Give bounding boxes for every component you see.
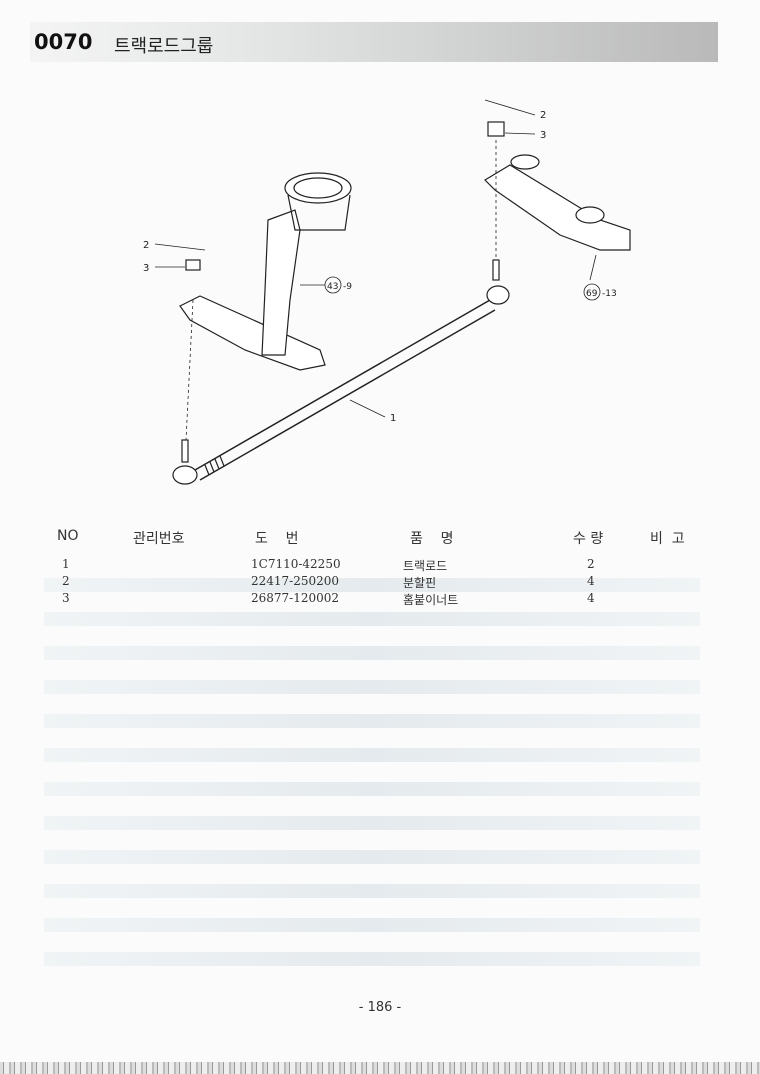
callout-3-left: 3 (143, 263, 149, 274)
callout-1: 1 (390, 413, 396, 424)
scan-edge (0, 1062, 760, 1074)
row-qty: 2 (587, 557, 595, 571)
row-part-name: 트랙로드 (403, 559, 448, 573)
page-number: - 186 - (358, 1000, 402, 1015)
col-qty: 수 량 (573, 531, 604, 547)
row-no: 1 (62, 557, 70, 571)
right-knuckle-arm (484, 121, 631, 260)
callout-43: 43 (327, 282, 338, 292)
row-part-name: 분할핀 (403, 576, 437, 590)
col-part-number: 도 번 (255, 531, 299, 547)
tie-rod (172, 259, 510, 485)
left-knuckle-arm (179, 172, 352, 441)
callout-2-left: 2 (143, 240, 149, 251)
section-header: 0070 트랙로드그룹 (30, 22, 718, 62)
row-qty: 4 (587, 574, 595, 588)
col-remarks: 비 고 (650, 531, 685, 547)
callout-43-suffix: -9 (343, 282, 352, 292)
col-part-name: 품 명 (410, 531, 454, 547)
row-qty: 4 (587, 591, 595, 605)
callout-2-right: 2 (540, 110, 546, 121)
row-part-number: 26877-120002 (251, 591, 340, 605)
section-code: 0070 (34, 30, 93, 54)
row-part-number: 1C7110-42250 (251, 557, 341, 571)
parts-diagram: 2 3 43 -9 69 -13 2 3 1 (143, 99, 631, 485)
callout-69-suffix: -13 (602, 289, 617, 299)
col-mgmt-number: 관리번호 (133, 531, 185, 547)
row-part-number: 22417-250200 (251, 574, 340, 588)
col-no: NO (57, 528, 79, 544)
callout-3-right: 3 (540, 130, 546, 141)
row-part-name: 홈붙이너트 (403, 593, 459, 607)
row-no: 3 (62, 591, 70, 605)
section-title: 트랙로드그룹 (114, 36, 214, 57)
row-no: 2 (62, 574, 70, 588)
callout-69: 69 (586, 289, 598, 299)
